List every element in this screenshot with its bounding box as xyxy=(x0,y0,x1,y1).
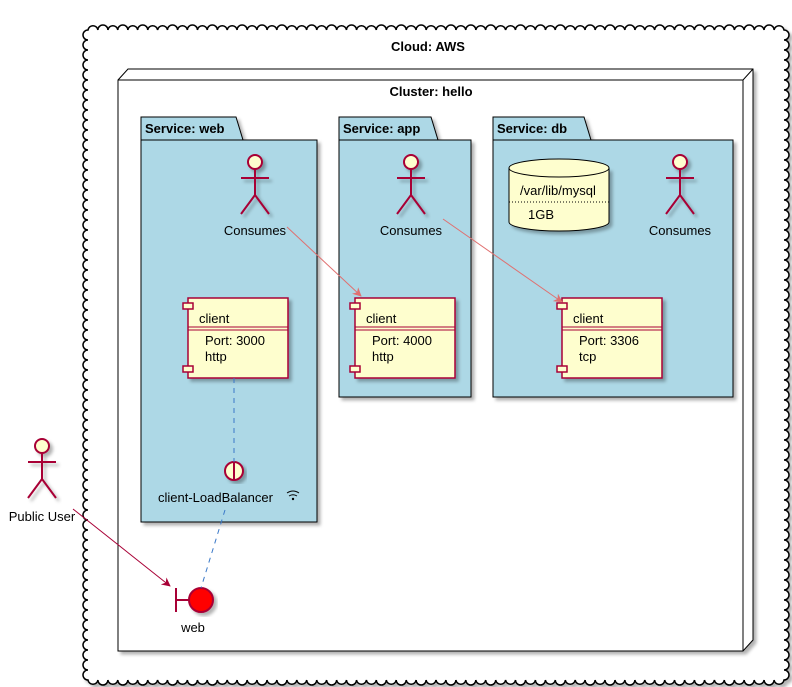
wifi-icon xyxy=(286,490,300,501)
db-client-component: client Port: 3306 tcp xyxy=(556,297,663,379)
service-web-title: Service: web xyxy=(145,121,225,136)
web-client-component: client Port: 3000 http xyxy=(182,297,289,379)
public-user-label: Public User xyxy=(9,509,76,524)
public-user-actor xyxy=(27,438,57,499)
app-client-protocol: http xyxy=(372,349,394,364)
service-db-title: Service: db xyxy=(497,121,567,136)
load-balancer-interface xyxy=(224,461,244,481)
app-consumes-label: Consumes xyxy=(380,223,443,238)
load-balancer-label: client-LoadBalancer xyxy=(158,490,274,505)
db-size-label: 1GB xyxy=(528,207,554,222)
db-path-label: /var/lib/mysql xyxy=(520,183,596,198)
web-boundary xyxy=(175,587,214,613)
db-client-protocol: tcp xyxy=(579,349,596,364)
db-client-port: Port: 3306 xyxy=(579,333,639,348)
web-client-protocol: http xyxy=(205,349,227,364)
web-consumes-label: Consumes xyxy=(224,223,287,238)
web-consumes-to-app-client-arrow xyxy=(286,226,362,297)
app-consumes-actor xyxy=(396,154,426,215)
web-consumes-actor xyxy=(240,154,270,215)
db-client-name: client xyxy=(573,311,604,326)
service-app-title: Service: app xyxy=(343,121,420,136)
public-user-to-web-boundary-arrow xyxy=(72,508,171,587)
db-consumes-label: Consumes xyxy=(649,223,712,238)
load-balancer-to-web-boundary-dashed-link xyxy=(200,509,226,589)
cloud-title: Cloud: AWS xyxy=(391,39,465,54)
app-consumes-to-db-client-arrow xyxy=(442,218,563,303)
app-client-component: client Port: 4000 http xyxy=(349,297,456,379)
cluster-title: Cluster: hello xyxy=(389,84,472,99)
app-client-name: client xyxy=(366,311,397,326)
web-client-name: client xyxy=(199,311,230,326)
db-mysql-database: /var/lib/mysql 1GB xyxy=(508,158,610,232)
web-client-port: Port: 3000 xyxy=(205,333,265,348)
app-client-port: Port: 4000 xyxy=(372,333,432,348)
web-boundary-label: web xyxy=(180,620,205,635)
db-consumes-actor xyxy=(665,154,695,215)
